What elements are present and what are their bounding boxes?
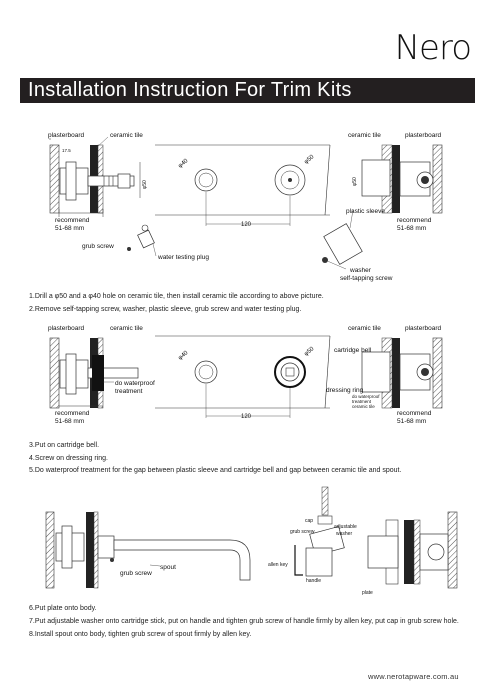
label-dim-40: φ40 (177, 158, 189, 170)
label-handle: handle (306, 578, 321, 584)
allen-key-shape (294, 545, 303, 576)
spout-shape (113, 539, 251, 581)
label-do-waterproof: do waterproof (115, 380, 155, 387)
svg-text:ceramic tile: ceramic tile (110, 325, 143, 332)
label-depth: 51-68 mm (55, 225, 84, 232)
step-4: 4.Screw on dressing ring. (29, 455, 108, 462)
plastic-sleeve-part (323, 223, 363, 265)
svg-text:51-68 mm: 51-68 mm (55, 418, 84, 425)
step-7: 7.Put adjustable washer onto cartridge s… (29, 618, 459, 625)
label-cap: cap (305, 518, 313, 524)
svg-text:plasterboard: plasterboard (405, 325, 442, 332)
diagram-3-spout-handle: grub screw spout cap adjustable washer g… (45, 486, 458, 596)
label-dim-50-side: φ50 (142, 180, 148, 189)
label-plasterboard: plasterboard (48, 132, 85, 139)
label-washer: washer (349, 267, 372, 274)
svg-text:plasterboard: plasterboard (48, 325, 85, 332)
svg-text:recommend: recommend (397, 410, 432, 417)
page-title: Installation Instruction For Trim Kits (28, 79, 352, 101)
svg-text:51-68 mm: 51-68 mm (397, 418, 426, 425)
label-plate: plate (362, 590, 373, 596)
label-washer-3: washer (336, 531, 352, 537)
svg-text:plasterboard: plasterboard (405, 132, 442, 139)
svg-text:φ50: φ50 (352, 177, 358, 186)
label-dim-50: φ50 (303, 154, 315, 166)
label-ceramic-tile: ceramic tile (110, 132, 143, 139)
svg-text:120: 120 (241, 414, 252, 420)
svg-text:ceramic tile: ceramic tile (348, 325, 381, 332)
step-1: 1.Drill a φ50 and a φ40 hole on ceramic … (29, 293, 324, 300)
svg-text:recommend: recommend (397, 217, 432, 224)
label-cartridge-bell: cartridge bell (334, 347, 372, 354)
label-treatment: treatment (115, 388, 143, 395)
step-8: 8.Install spout onto body, tighten grub … (29, 631, 252, 638)
label-grub-screw-small: grub screw (290, 529, 315, 535)
svg-text:treatment: treatment (352, 399, 372, 404)
svg-text:ceramic tile: ceramic tile (352, 404, 375, 409)
svg-text:recommend: recommend (55, 410, 90, 417)
svg-text:φ50: φ50 (303, 346, 315, 358)
svg-text:φ40: φ40 (177, 350, 189, 362)
svg-text:51-68 mm: 51-68 mm (397, 225, 426, 232)
svg-text:ceramic tile: ceramic tile (348, 132, 381, 139)
label-water-testing-plug: water testing plug (157, 254, 209, 261)
label-dim-120: 120 (241, 222, 252, 228)
label-recommend: recommend (55, 217, 90, 224)
step-5: 5.Do waterproof treatment for the gap be… (29, 467, 402, 474)
label-plastic-sleeve: plastic sleeve (346, 208, 385, 215)
brand-logo: Nero (394, 28, 472, 68)
svg-text:do waterproof: do waterproof (352, 394, 380, 399)
label-self-tapping-screw: self-tapping screw (340, 275, 393, 282)
step-2: 2.Remove self-tapping screw, washer, pla… (29, 306, 302, 313)
left-wall-hatch (49, 144, 60, 214)
label-spout: spout (160, 564, 176, 571)
website-link[interactable]: www.nerotapware.com.au (368, 672, 459, 681)
step-6: 6.Put plate onto body. (29, 605, 97, 612)
label-allen-key: allen key (268, 562, 288, 568)
label-adjustable: adjustable (334, 524, 357, 530)
step-3: 3.Put on cartridge bell. (29, 442, 100, 449)
label-grub-screw: grub screw (82, 243, 114, 250)
label-dim-17: 17.5 (62, 148, 71, 153)
label-grub-screw-spout: grub screw (120, 570, 152, 577)
label-dressing-ring: dressing ring (326, 387, 364, 394)
title-banner (20, 78, 475, 103)
diagram-1-rough-in: plasterboard ceramic tile 17.5 recommend… (48, 132, 443, 282)
diagram-2-cartridge-bell: plasterboard ceramic tile do waterproof … (48, 325, 443, 425)
